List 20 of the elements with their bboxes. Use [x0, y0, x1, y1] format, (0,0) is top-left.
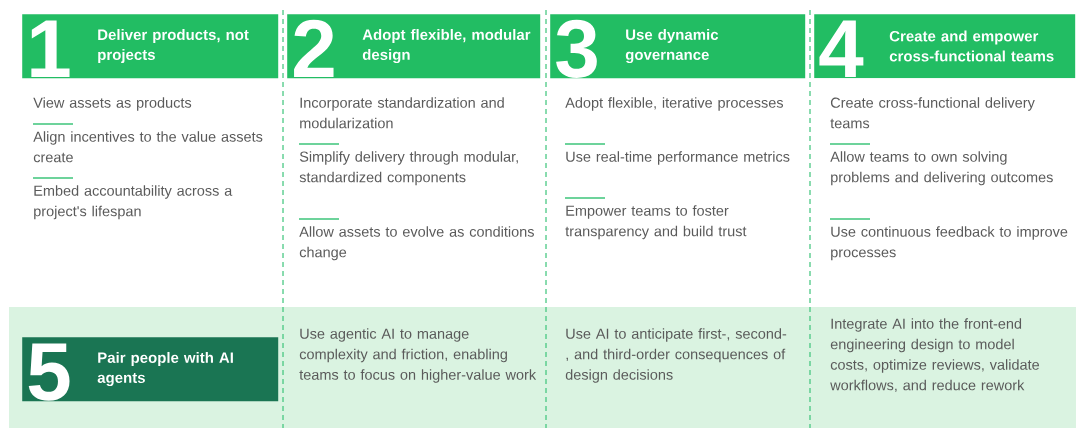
- header-box: 3 Use dynamic governance: [550, 14, 806, 79]
- header-box: 1 Deliver products, not projects: [22, 14, 279, 79]
- bullet-text: Use AI to anticipate first-, second-, and third-order consequences of design decisions: [565, 328, 787, 383]
- header-box: 5 Pair people with AI agents: [22, 337, 279, 402]
- bullet-text: Allow teams to own solving problems and delivering outcomes: [830, 151, 1053, 186]
- bullet-text: Integrate AI into the front-end engineering design to model costs, optimize reviews, validate workflows, and reduce rework: [830, 318, 1040, 393]
- bullet-text: Allow assets to evolve as conditions change: [299, 226, 534, 261]
- bullet-text: Embed accountability across a project's lifespan: [34, 185, 233, 220]
- bullet-text: Use real-time performance metrics: [566, 151, 790, 165]
- bullet-text: Adopt flexible, iterative processes: [565, 97, 784, 111]
- bullet-text: Align incentives to the value assets create: [33, 131, 263, 163]
- bullet-text: Simplify delivery through modular, standardized components: [299, 151, 518, 186]
- bullet-text: Empower teams to foster transparency and build trust: [565, 205, 747, 240]
- bullet-text: Use continuous feedback to improve processes: [831, 226, 1068, 261]
- header-box: 2 Adopt flexible, modular design: [287, 14, 541, 79]
- bullet-text: Incorporate standardization and modularization: [300, 97, 504, 129]
- bullet-text: Use agentic AI to manage complexity and friction, enabling teams to focus on higher-value work: [299, 328, 537, 383]
- bullet-text: View assets as products: [33, 97, 192, 111]
- header-box: 4 Create and empower cross-functional teams: [814, 14, 1076, 79]
- bullet-text: Create cross-functional delivery teams: [830, 97, 1035, 129]
